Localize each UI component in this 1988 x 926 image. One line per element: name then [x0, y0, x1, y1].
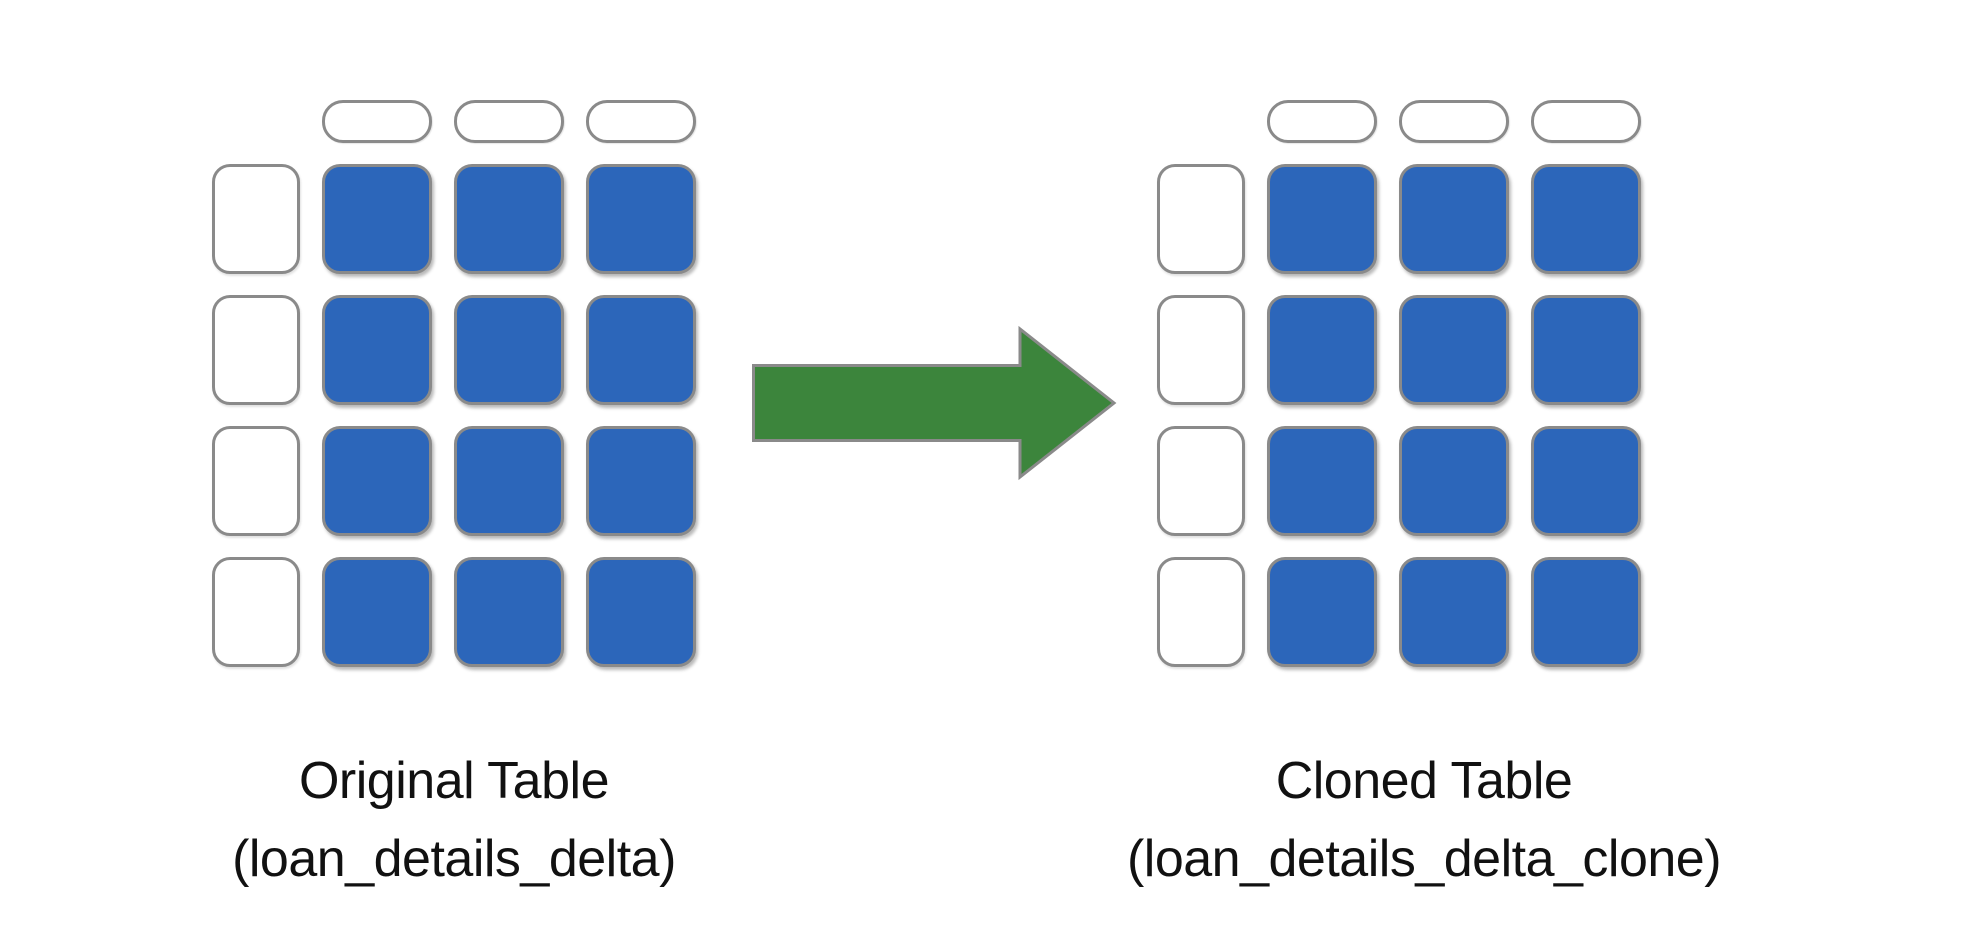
data-cell	[322, 164, 432, 274]
corner-spacer	[1157, 100, 1245, 143]
data-cell	[1531, 164, 1641, 274]
clone-arrow-icon	[752, 325, 1118, 481]
data-cell	[322, 426, 432, 536]
row-header-cell	[1157, 426, 1245, 536]
original-table-title: Original Table	[298, 752, 610, 810]
row-header-cell	[1157, 295, 1245, 405]
row-header-cell	[212, 557, 300, 667]
cloned-table-name: (loan_details_delta_clone)	[1126, 830, 1722, 888]
data-cell	[1399, 557, 1509, 667]
column-header-cell	[322, 100, 432, 143]
data-cell	[454, 557, 564, 667]
data-cell	[322, 557, 432, 667]
original-table-caption: Original Table (loan_details_delta)	[112, 742, 796, 898]
data-cell	[586, 557, 696, 667]
row-header-cell	[212, 164, 300, 274]
data-cell	[586, 295, 696, 405]
original-table-figure	[212, 100, 696, 667]
column-header-cell	[1399, 100, 1509, 143]
row-header-cell	[212, 295, 300, 405]
data-cell	[1531, 426, 1641, 536]
data-cell	[586, 164, 696, 274]
data-cell	[586, 426, 696, 536]
corner-spacer	[212, 100, 300, 143]
column-header-cell	[1267, 100, 1377, 143]
data-cell	[322, 295, 432, 405]
data-cell	[1399, 426, 1509, 536]
data-cell	[454, 164, 564, 274]
data-cell	[1267, 557, 1377, 667]
data-cell	[1267, 426, 1377, 536]
cloned-table-figure	[1157, 100, 1641, 667]
data-cell	[1267, 164, 1377, 274]
column-header-cell	[454, 100, 564, 143]
original-table-name: (loan_details_delta)	[232, 830, 676, 888]
data-cell	[1399, 164, 1509, 274]
cloned-table-caption: Cloned Table (loan_details_delta_clone)	[1082, 742, 1766, 898]
data-cell	[1267, 295, 1377, 405]
cloned-table-title: Cloned Table	[1275, 752, 1573, 810]
data-cell	[454, 426, 564, 536]
data-cell	[1399, 295, 1509, 405]
row-header-cell	[1157, 164, 1245, 274]
row-header-cell	[212, 426, 300, 536]
column-header-cell	[586, 100, 696, 143]
data-cell	[1531, 295, 1641, 405]
column-header-cell	[1531, 100, 1641, 143]
row-header-cell	[1157, 557, 1245, 667]
data-cell	[454, 295, 564, 405]
data-cell	[1531, 557, 1641, 667]
